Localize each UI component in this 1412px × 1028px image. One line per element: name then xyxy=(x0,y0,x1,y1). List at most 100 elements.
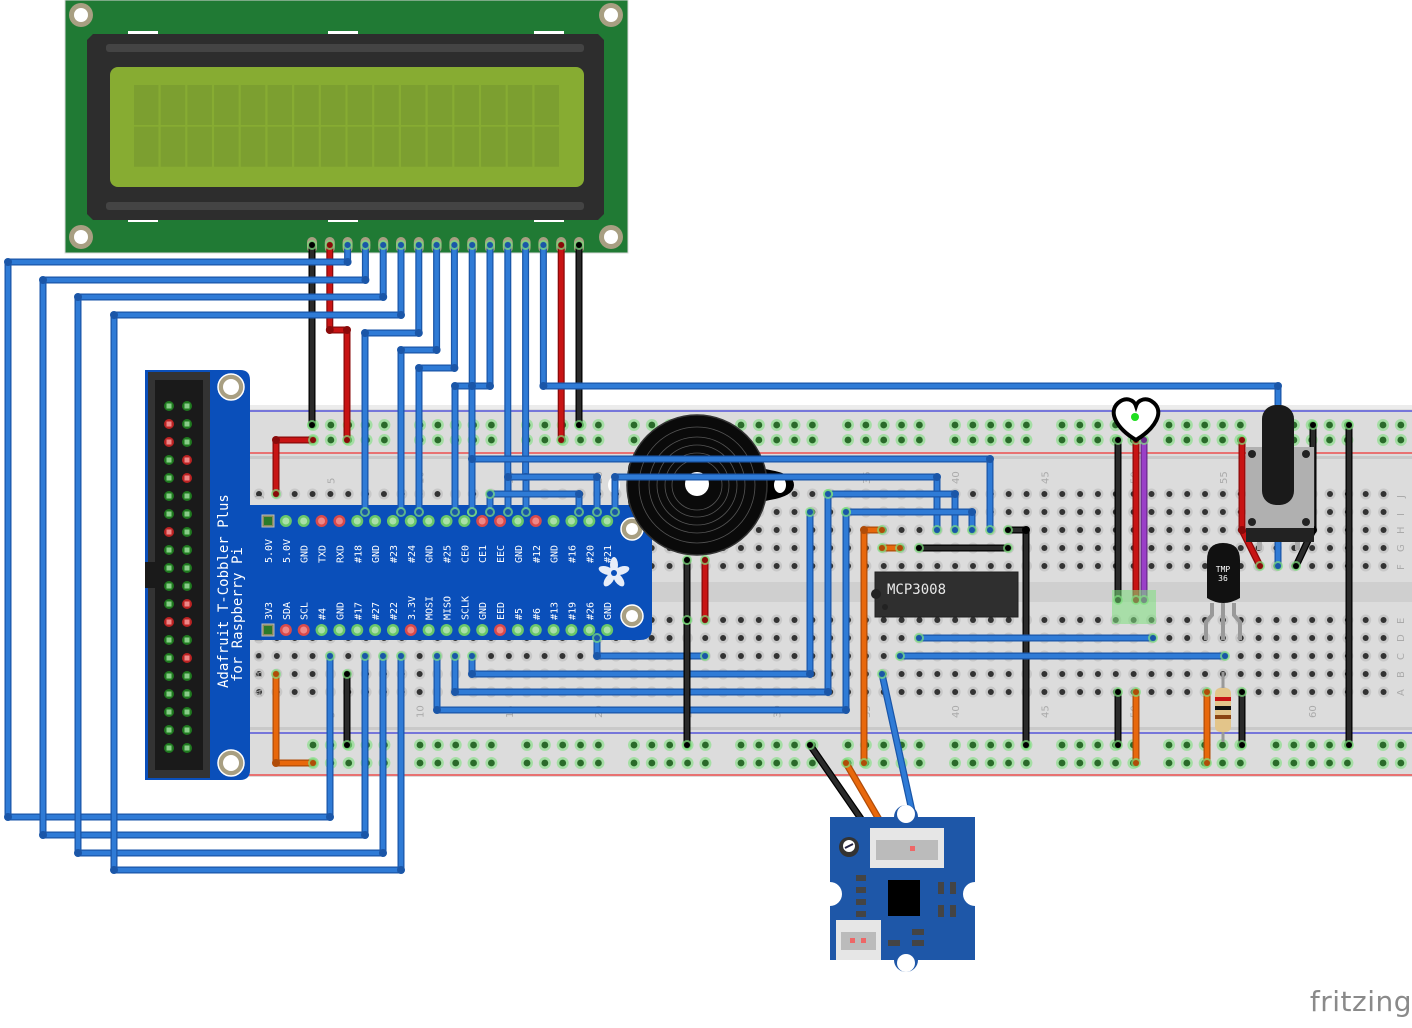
wire-lcd-gnd-end xyxy=(309,242,315,248)
rail-hole xyxy=(631,760,638,767)
rail-hole xyxy=(488,437,495,444)
wire-lcd-gnd-end xyxy=(309,422,315,428)
rail-hole xyxy=(648,742,655,749)
breadboard-hole-center xyxy=(1149,509,1155,515)
breadboard-hole-center xyxy=(1184,509,1190,515)
breadboard-hole-center xyxy=(292,689,298,695)
rail-hole xyxy=(1237,422,1244,429)
lcd-character-cell xyxy=(401,127,426,167)
breadboard-hole-center xyxy=(310,689,316,695)
rail-hole xyxy=(1059,437,1066,444)
breadboard-hole-center xyxy=(720,635,726,641)
breadboard-hole-center xyxy=(310,671,316,677)
breadboard-hole-center xyxy=(952,617,958,623)
wire-mcp-vref-end xyxy=(879,545,885,551)
breadboard-hole-center xyxy=(327,491,333,497)
cobbler-pin-label: #20 xyxy=(585,545,596,563)
breadboard-hole-center xyxy=(988,563,994,569)
wire-spi-mosi-end xyxy=(843,509,849,515)
rail-hole xyxy=(452,760,459,767)
breadboard-hole-center xyxy=(1220,491,1226,497)
wire-spi-ce0-end xyxy=(469,509,475,515)
breadboard-hole-center xyxy=(1149,545,1155,551)
wire-mcp-dgnd-bend xyxy=(1022,526,1030,534)
breadboard-hole-center xyxy=(1166,527,1172,533)
cobbler-pin-label: SCL xyxy=(300,602,311,620)
lcd-character-cell xyxy=(268,127,293,167)
breadboard-hole-center xyxy=(1006,563,1012,569)
rail-hole xyxy=(773,742,780,749)
breadboard-hole-center xyxy=(274,653,280,659)
breadboard-hole-center xyxy=(1041,491,1047,497)
lcd-character-cell xyxy=(508,127,533,167)
lcd-character-cell xyxy=(454,85,479,125)
rail-hole xyxy=(1326,422,1333,429)
pulse-led xyxy=(1131,413,1139,421)
breadboard-hole-center xyxy=(1220,509,1226,515)
breadboard-hole-center xyxy=(881,617,887,623)
rail-hole xyxy=(1326,742,1333,749)
breadboard-hole-center xyxy=(1041,527,1047,533)
rail-hole xyxy=(595,742,602,749)
wire-lcd-backlight-vcc-end xyxy=(558,242,564,248)
breadboard-hole-center xyxy=(1327,671,1333,677)
rail-hole xyxy=(1166,742,1173,749)
wire-mcp-c-bend xyxy=(968,508,976,516)
wire-lcd-vcc-bend xyxy=(343,326,351,334)
wire-lcd-vcc-bend xyxy=(326,326,334,334)
wire-pulse-rail-vcc-end xyxy=(1133,760,1139,766)
wire-rail-power-end xyxy=(310,437,316,443)
row-label: A xyxy=(1396,689,1407,696)
resistor-band xyxy=(1215,715,1231,719)
cobbler-pin-label: GND xyxy=(335,602,346,620)
cobbler-pin-label: #22 xyxy=(389,602,400,620)
breadboard-hole-center xyxy=(1363,671,1369,677)
breadboard-hole-center xyxy=(1363,563,1369,569)
breadboard-hole-center xyxy=(1077,545,1083,551)
breadboard-hole-center xyxy=(792,635,798,641)
wire-pulse-rail-gnd-end xyxy=(1115,742,1121,748)
breadboard-hole-center xyxy=(1363,617,1369,623)
breadboard-hole-center xyxy=(774,617,780,623)
header-pin-core xyxy=(167,602,172,607)
wire-lcd-rs-bend xyxy=(361,831,369,839)
wire-mcp-b-bend xyxy=(951,490,959,498)
breadboard-hole-center xyxy=(1309,653,1315,659)
lcd-character-cell xyxy=(428,85,453,125)
cobbler-pin-center xyxy=(550,627,557,634)
lcd-character-cell xyxy=(241,85,265,125)
rail-hole xyxy=(327,437,334,444)
rail-hole xyxy=(434,760,441,767)
header-pin-core xyxy=(185,404,190,409)
lcd-character-cell xyxy=(214,85,239,125)
breadboard-hole-center xyxy=(1327,509,1333,515)
breadboard-hole-center xyxy=(1363,545,1369,551)
lcd-character-cell xyxy=(401,85,426,125)
rail-hole xyxy=(1273,742,1280,749)
row-label: B xyxy=(1396,671,1407,678)
wire-lcd-d4-end xyxy=(487,242,493,248)
lcd-character-cell xyxy=(348,85,373,125)
header-pin-core xyxy=(167,656,172,661)
header-pin-core xyxy=(185,440,190,445)
breadboard-hole-center xyxy=(1149,671,1155,677)
cobbler-pin-center xyxy=(354,627,361,634)
wire-spi-miso-bend xyxy=(451,688,459,696)
rail-hole xyxy=(809,422,816,429)
breadboard-hole-center xyxy=(292,491,298,497)
wire-pulse-rail-gnd-end xyxy=(1115,689,1121,695)
lcd-character-cell xyxy=(161,85,186,125)
rail-hole xyxy=(898,437,905,444)
breadboard-hole-center xyxy=(1041,671,1047,677)
cobbler-pin-label: 5.0V xyxy=(282,539,293,563)
rail-hole xyxy=(434,422,441,429)
rail-hole xyxy=(1094,742,1101,749)
rail-hole xyxy=(559,760,566,767)
rail-hole xyxy=(1219,760,1226,767)
cobbler-pin-label: #6 xyxy=(532,608,543,620)
wire-ch-tmp-end xyxy=(1222,653,1228,659)
breadboard-hole-center xyxy=(988,671,994,677)
cobbler-pin-label: GND xyxy=(514,545,525,563)
breadboard-hole-center xyxy=(774,527,780,533)
